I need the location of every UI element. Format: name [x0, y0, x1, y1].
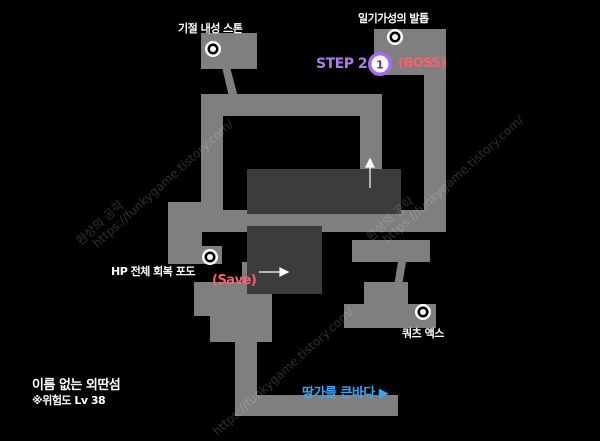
- marker-stone: [205, 41, 221, 57]
- right-arrow-head: [279, 267, 290, 277]
- label-stone: 기절 내성 스톤: [178, 22, 243, 35]
- danger-level: ※위험도 Lv 38: [32, 394, 106, 407]
- area-name: 이름 없는 외딴섬: [32, 378, 121, 393]
- dark-rooms: [247, 169, 401, 294]
- arrows: [259, 157, 375, 277]
- up-arrow-head: [365, 157, 375, 168]
- marker-grape: [202, 249, 218, 265]
- dark-room-lower: [247, 226, 322, 294]
- floor-layout: [168, 29, 446, 416]
- step-number: 1: [376, 59, 384, 72]
- step-label: STEP 2: [316, 56, 368, 72]
- center-right-corridor: [360, 94, 382, 174]
- save-label: (Save): [212, 273, 257, 288]
- bottom-corridor: [235, 395, 398, 416]
- boss-label: (BOSS): [398, 56, 446, 71]
- right-corridor: [424, 29, 446, 229]
- dig-label: 땅가를 큰바다 ▶: [302, 386, 389, 401]
- right-lower-block: [352, 240, 430, 262]
- stone-corridor: [222, 67, 238, 97]
- label-record: 일기가성의 발톱: [358, 12, 429, 25]
- upper-corridor: [201, 94, 382, 116]
- dark-room-upper: [247, 169, 401, 214]
- south-corridor: [235, 330, 257, 416]
- label-grape: HP 전체 회복 포도: [111, 265, 195, 278]
- left-corridor: [201, 94, 223, 214]
- label-axe: 쿼츠 액스: [402, 327, 444, 340]
- axe-corridor: [394, 262, 406, 286]
- marker-record: [387, 29, 403, 45]
- marker-axe: [415, 304, 431, 320]
- step-marker: 1: [368, 52, 392, 76]
